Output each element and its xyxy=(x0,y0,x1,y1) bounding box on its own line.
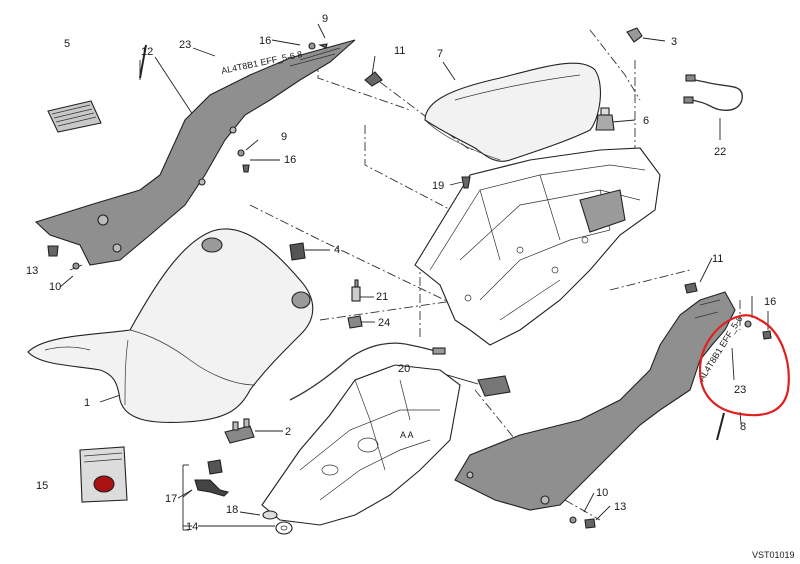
callout-16-mid: 16 xyxy=(284,154,296,166)
callout-4: 4 xyxy=(334,244,340,256)
callout-9-top: 9 xyxy=(322,13,328,25)
callout-23-right: 23 xyxy=(734,384,746,396)
right-side-panel-part-8 xyxy=(454,291,736,511)
tray-marking: A A xyxy=(400,430,414,440)
washer-part-14 xyxy=(275,521,293,535)
passenger-seat-part-7 xyxy=(424,62,601,162)
pin-part-21 xyxy=(351,279,361,302)
rider-seat-part-1 xyxy=(27,228,314,423)
ring-part-18 xyxy=(262,510,278,520)
plate-part-24 xyxy=(347,315,363,329)
clip-part-3 xyxy=(626,27,643,43)
highlight-circle xyxy=(698,314,790,417)
screw-part-19 xyxy=(461,176,471,189)
callout-2: 2 xyxy=(285,426,291,438)
callout-18: 18 xyxy=(226,504,238,516)
callout-20: 20 xyxy=(398,363,410,375)
callout-11-right: 11 xyxy=(712,253,723,265)
callout-23-top: 23 xyxy=(179,39,191,51)
callout-13-right: 13 xyxy=(614,501,626,513)
callout-8: 8 xyxy=(740,421,746,433)
diagram-code: VST01019 xyxy=(752,550,795,560)
owner-manual-part-5 xyxy=(47,100,102,133)
callout-3: 3 xyxy=(671,36,677,48)
callout-17: 17 xyxy=(165,493,177,505)
sticker-pack-part-15 xyxy=(79,446,128,503)
callout-22: 22 xyxy=(714,146,726,158)
callout-16-top: 16 xyxy=(259,35,271,47)
callout-12: 12 xyxy=(141,46,153,58)
callout-21: 21 xyxy=(376,291,388,303)
callout-19: 19 xyxy=(432,180,444,192)
leader-lines xyxy=(59,23,769,531)
callout-7: 7 xyxy=(437,48,443,60)
lower-tray: A A xyxy=(261,364,461,526)
callout-11-top: 11 xyxy=(394,45,405,57)
callout-9-mid: 9 xyxy=(281,131,287,143)
latch-part-2 xyxy=(224,418,255,444)
rubber-grommet-part-4 xyxy=(289,242,306,261)
left-side-panel-part-12 xyxy=(34,39,356,266)
small-fasteners xyxy=(47,42,772,529)
callout-13-left: 13 xyxy=(26,265,38,277)
lock-parts-17 xyxy=(194,459,230,497)
callout-10-left: 10 xyxy=(49,281,61,293)
callout-15: 15 xyxy=(36,480,48,492)
grommet-part-6 xyxy=(595,107,615,131)
callout-labels: 1 2 3 4 5 6 7 8 9 9 10 10 11 11 12 13 13… xyxy=(26,13,795,560)
seat-release-cable-part-20 xyxy=(289,342,511,401)
callout-24: 24 xyxy=(378,317,390,329)
callout-1: 1 xyxy=(84,397,90,409)
callout-14: 14 xyxy=(186,521,198,533)
callout-16-right: 16 xyxy=(764,296,776,308)
subframe-upper xyxy=(414,147,661,346)
cable-part-22 xyxy=(683,74,743,112)
callout-5: 5 xyxy=(64,38,70,50)
callout-6: 6 xyxy=(643,115,649,127)
callout-10-right: 10 xyxy=(596,487,608,499)
